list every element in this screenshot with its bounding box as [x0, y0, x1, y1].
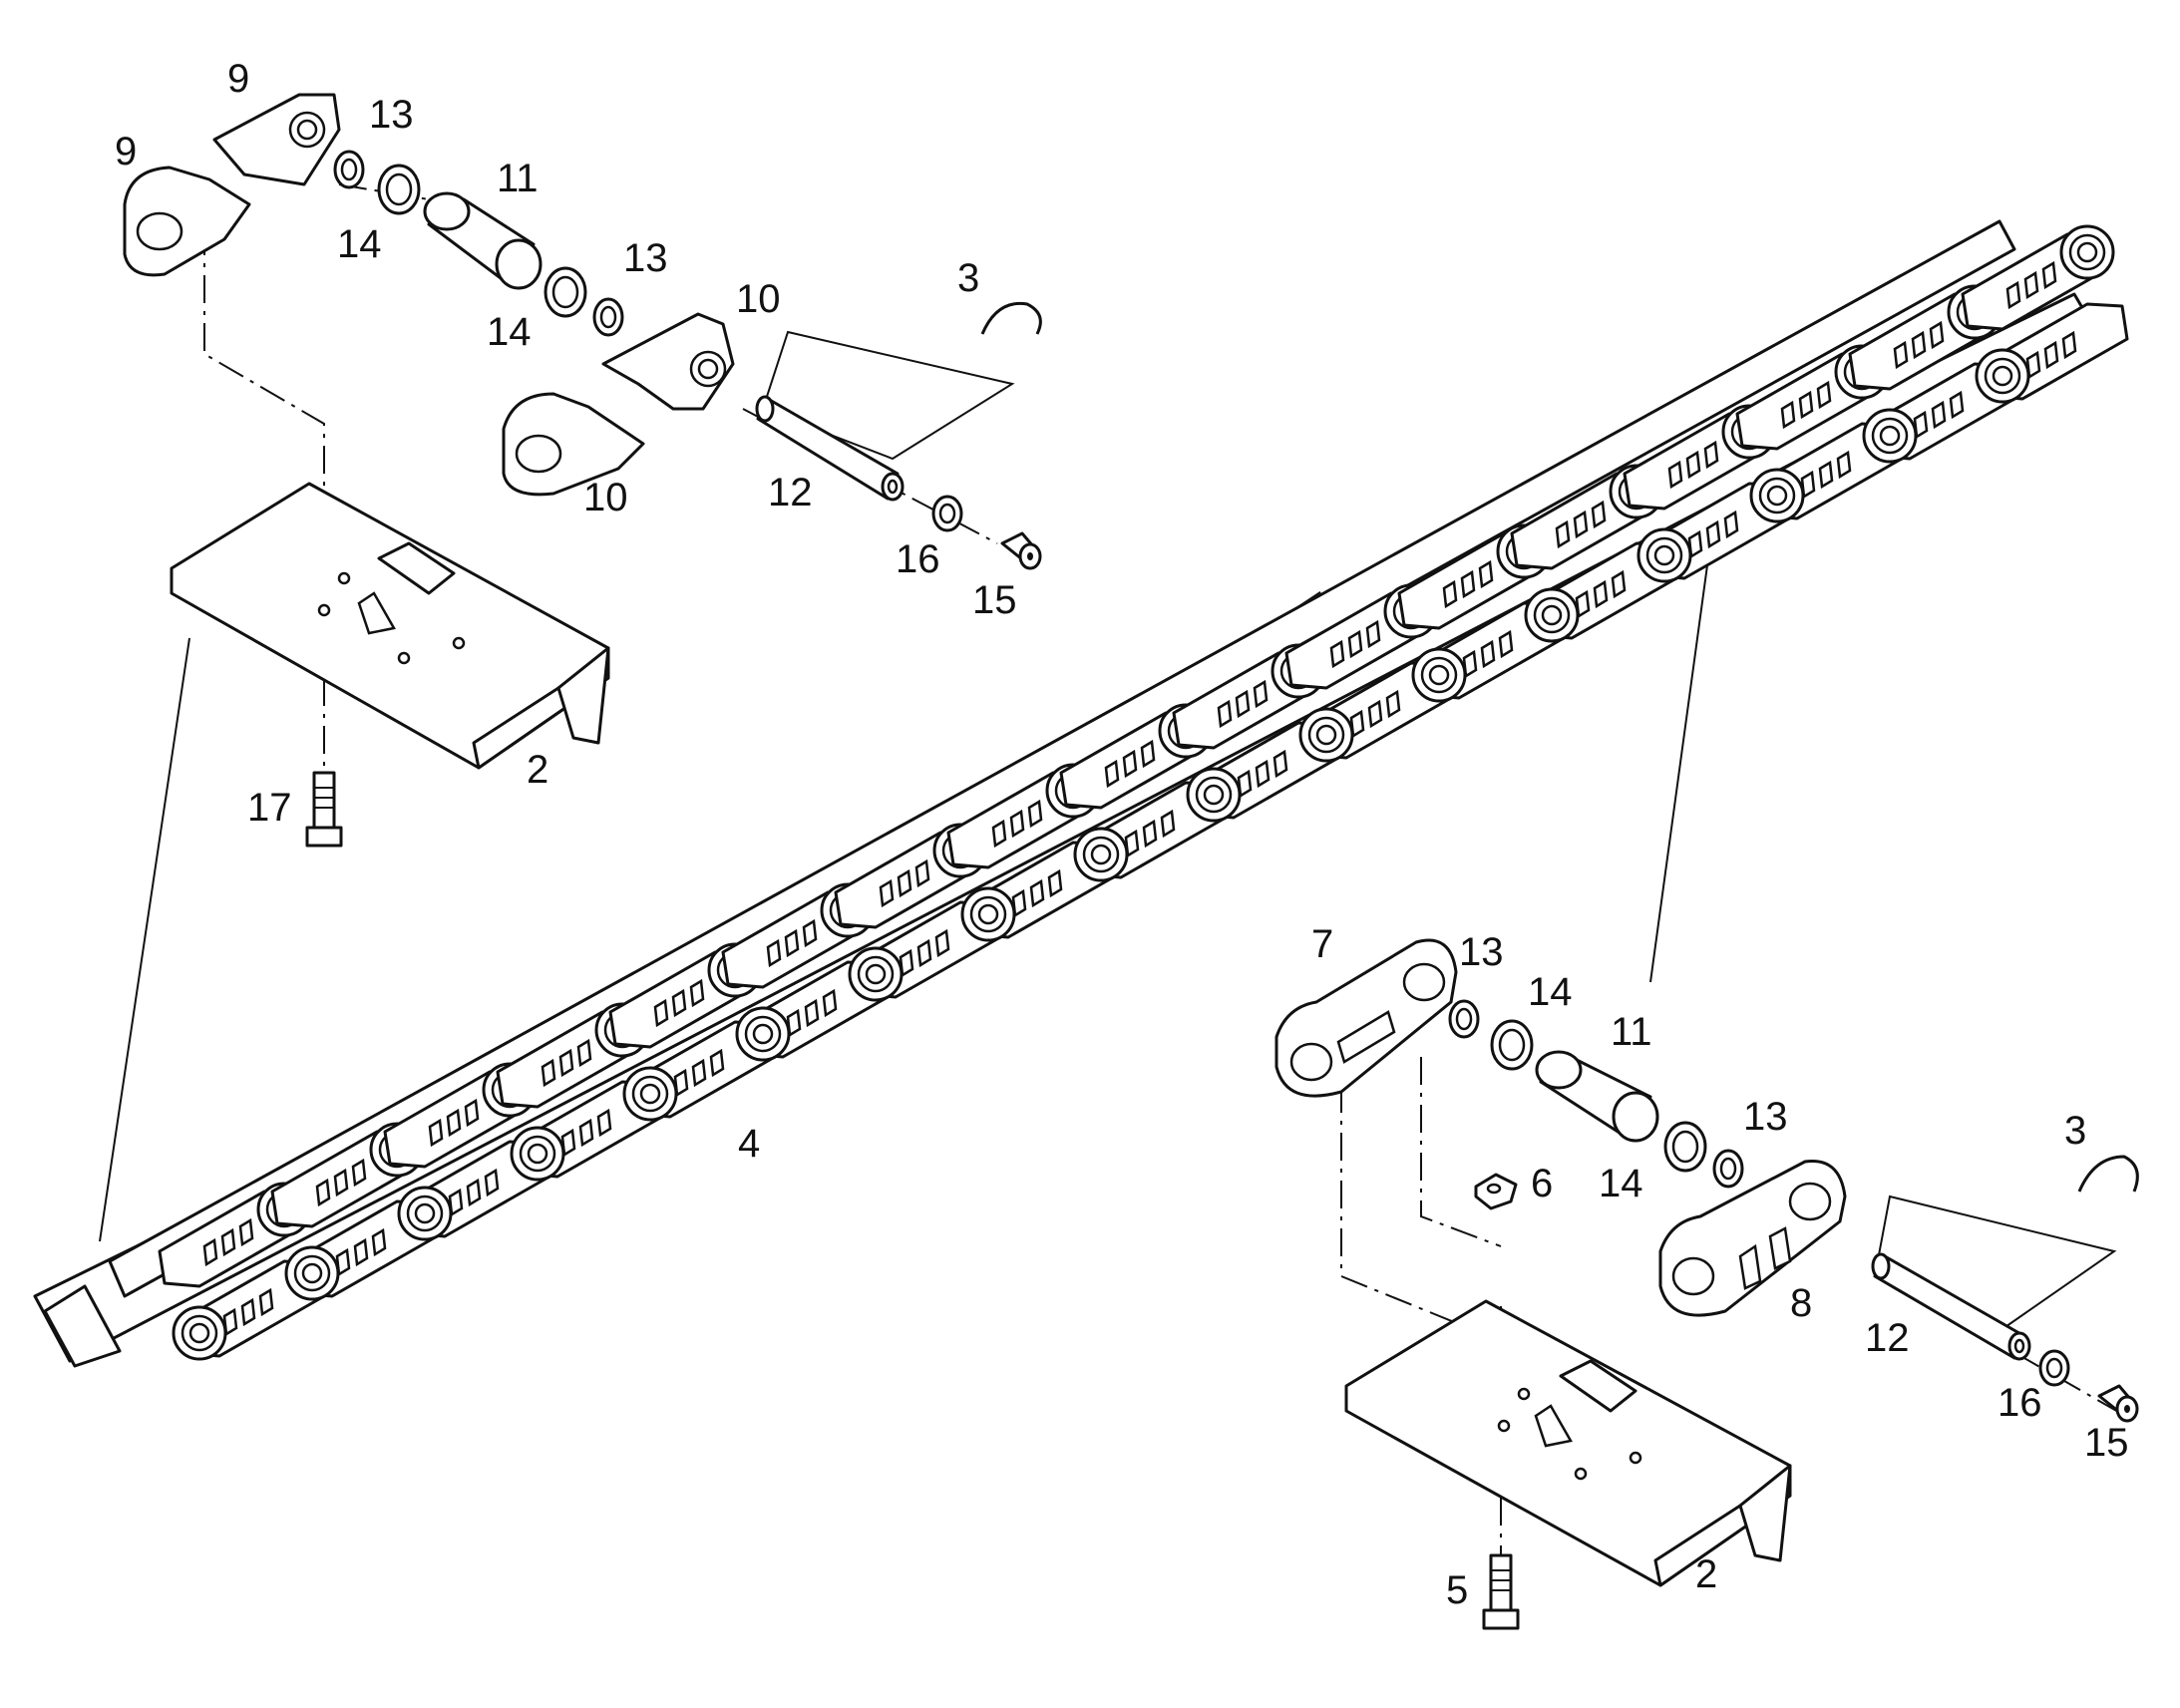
callout-16-a: 16: [896, 537, 940, 581]
pin-12-b: [1871, 1252, 2031, 1361]
chain-link-lower-14: [1636, 482, 1791, 583]
callout-14-c: 14: [1528, 970, 1573, 1014]
washer-16: [931, 495, 963, 532]
master-link-8: [1658, 1159, 1847, 1317]
callout-2-b: 2: [1695, 1552, 1717, 1596]
callout-10-a: 10: [736, 277, 781, 321]
callout-14-b: 14: [487, 310, 532, 354]
callout-13-d: 13: [1743, 1095, 1788, 1139]
link-half-10-left: [502, 392, 645, 497]
pin-12: [755, 395, 905, 502]
washer-16-b: [2038, 1349, 2070, 1387]
callout-12-a: 12: [768, 471, 813, 514]
bolt-5: [1482, 1553, 1520, 1630]
nut-6: [1474, 1173, 1518, 1210]
callout-3-a: 3: [957, 256, 979, 300]
callout-3-b: 3: [2064, 1109, 2086, 1153]
seal-ring-13: [333, 150, 365, 189]
callout-12-b: 12: [1865, 1316, 1910, 1360]
thrust-ring-14-b: [544, 266, 587, 318]
chain-links-upper: [158, 224, 2115, 1288]
link-half-9-right: [212, 93, 341, 186]
callout-13-a: 13: [369, 93, 414, 137]
callout-13-c: 13: [1459, 930, 1504, 974]
seal-ring-13-b: [592, 297, 624, 337]
callout-8: 8: [1790, 1281, 1812, 1325]
bushing-11-b: [1535, 1050, 1659, 1143]
callout-13-b: 13: [623, 236, 668, 280]
callout-11-a: 11: [497, 157, 539, 200]
track-chain: [33, 219, 2129, 1368]
chain-link-lower-17: [1975, 302, 2129, 404]
track-shoe-2-lower: [1344, 1299, 1792, 1587]
callout-10-b: 10: [583, 476, 628, 519]
thrust-ring-14: [377, 164, 421, 215]
link-half-10-right: [601, 312, 735, 411]
thrust-ring-14-d: [1663, 1121, 1707, 1173]
callout-9-left: 9: [115, 130, 137, 173]
chain-link-lower-7: [848, 900, 1002, 1002]
callout-16-b: 16: [1998, 1381, 2042, 1425]
chain-links-lower: [172, 302, 2129, 1361]
thrust-ring-14-c: [1490, 1019, 1534, 1071]
link-half-9-left: [123, 166, 251, 277]
master-link-7: [1274, 938, 1458, 1098]
callout-2-a: 2: [527, 748, 548, 792]
callout-5: 5: [1446, 1568, 1468, 1612]
callout-6: 6: [1531, 1162, 1553, 1205]
chain-link-upper-17: [1961, 224, 2115, 331]
seal-ring-13-d: [1712, 1149, 1744, 1189]
callout-17: 17: [247, 786, 292, 830]
bolt-17: [305, 771, 343, 848]
callout-11-b: 11: [1611, 1010, 1652, 1054]
callout-15-b: 15: [2084, 1421, 2129, 1465]
callout-14-a: 14: [337, 222, 382, 266]
callout-4: 4: [738, 1122, 760, 1166]
plug-15: [1000, 531, 1042, 570]
bushing-11: [423, 191, 543, 290]
track-shoe-2-upper: [170, 482, 610, 770]
callout-15-a: 15: [972, 578, 1017, 622]
seal-ring-13-c: [1448, 999, 1480, 1039]
callout-7: 7: [1311, 922, 1333, 966]
plug-15-b: [2097, 1384, 2139, 1423]
callout-14-d: 14: [1599, 1162, 1643, 1205]
retaining-clip-3: [980, 301, 1042, 335]
chain-link-lower-2: [284, 1199, 439, 1301]
callout-9-top: 9: [227, 57, 249, 101]
retaining-clip-3-b: [2077, 1155, 2139, 1193]
callouts: 9 9 13 11 14 13 14 10 10 3 12 16 15 2 17…: [115, 57, 2129, 1612]
